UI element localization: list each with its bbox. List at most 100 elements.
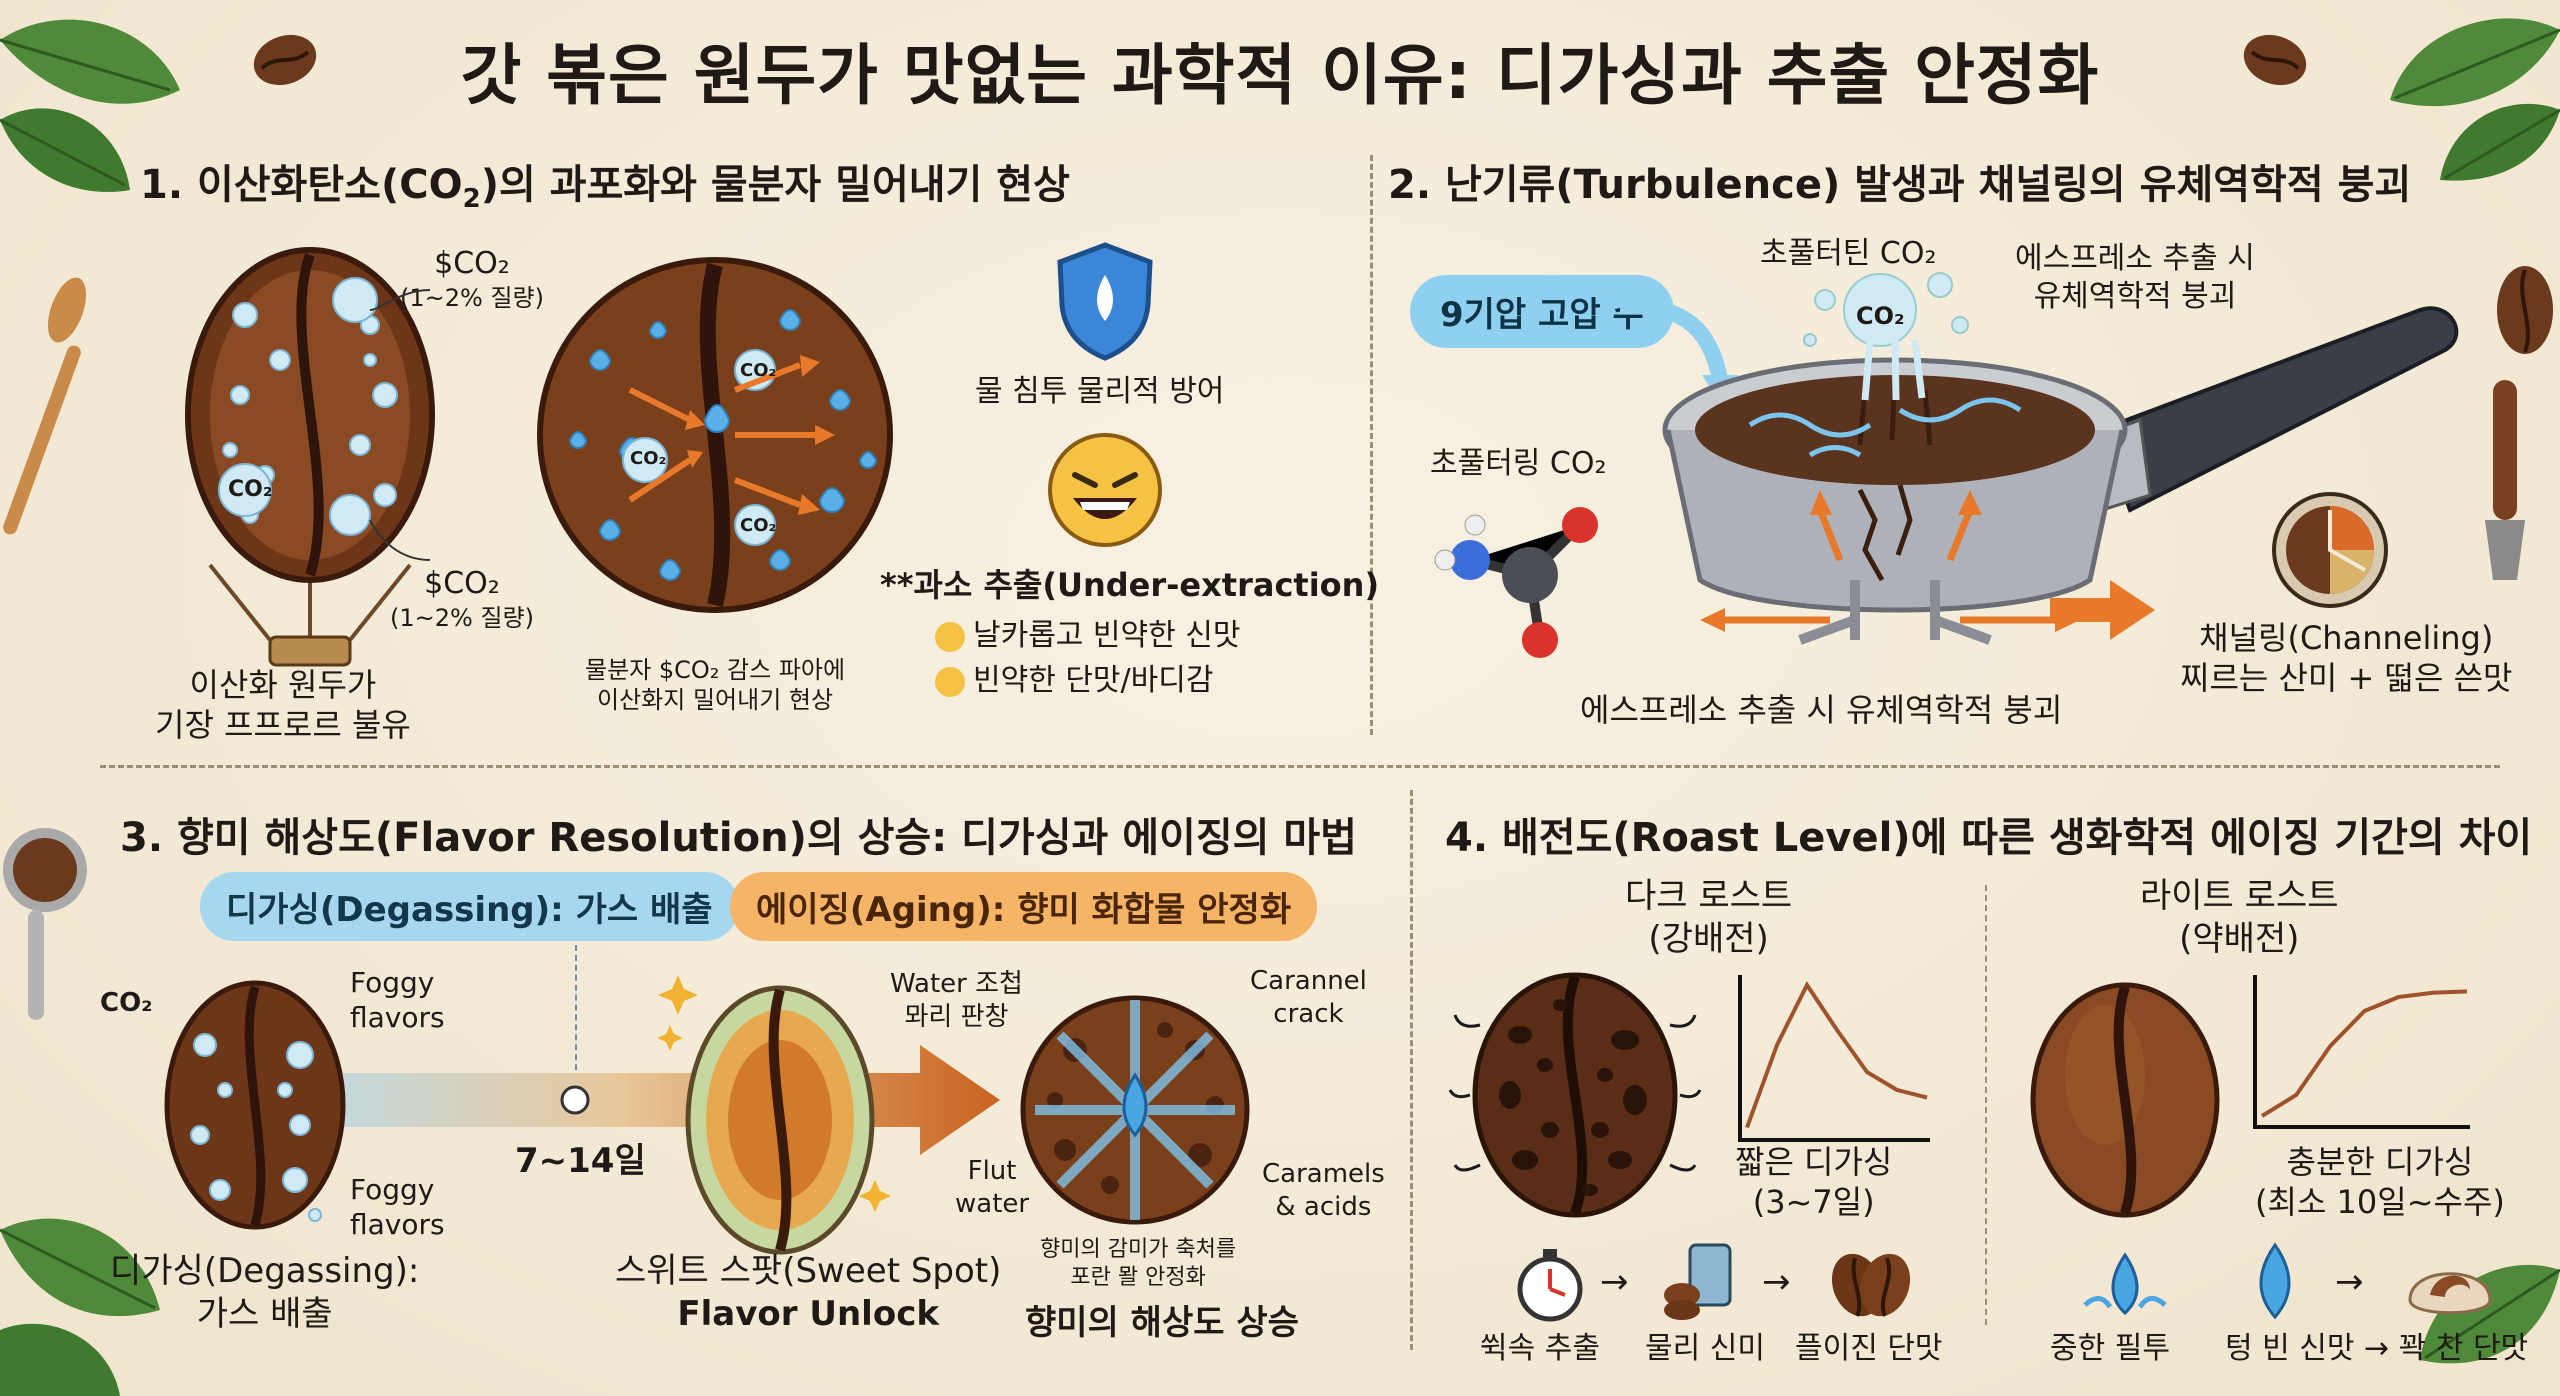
dark-step-1: 쒹속 추출 [1480,1331,1600,1366]
co2-molecule-label: 초풀터링 CO₂ [1430,446,1607,481]
co2-bubble-label: CO₂ [740,360,777,381]
co2-burst-label: 초풀터틴 CO₂ [1760,236,1937,271]
dark-roast-title: 다크 로스트(강배전) [1625,876,1793,959]
leader-lines [369,289,431,561]
timeline-marker-line [575,945,577,1090]
timeline-arrow [240,1045,1000,1155]
water-drop-icon [2259,1242,2291,1320]
aging-pill: 에이징(Aging): 향미 화합물 안정화 [730,872,1318,941]
roast-divider [1985,885,1987,1325]
taste-bullet-body: 빈약한 단맛/바디감 [935,655,1213,699]
tamper-tool-decoration [2485,380,2525,580]
step-arrow: → [1762,1262,1791,1302]
co2-bubble [329,494,371,536]
co2-bubble-label: CO₂ [1856,302,1905,330]
light-step-1: 중한 필투 [2050,1331,2170,1366]
bean-cross-section [537,257,893,613]
section3-heading: 3. 향미 해상도(Flavor Resolution)의 상승: 디가싱과 에… [120,815,1357,861]
channeling-label: 채널링(Channeling)찌르는 산미 + 떫은 쓴맛 [2180,619,2513,697]
sparkle-icon [658,975,698,1015]
page-title: 갓 볶은 원두가 맛없는 과학적 이유: 디가싱과 추출 안정화 [460,37,2100,114]
taste-bullet-sour: 날카롭고 빈약한 신맛 [935,610,1240,654]
balloon-basket [268,635,352,667]
channeling-puck-icon [2272,492,2388,608]
aging-days-label: 7~14일 [515,1141,646,1181]
co2-bubble-label: CO₂ [228,477,273,502]
sweet-spot-label: 스위트 스팟(Sweet Spot) Flavor Unlock [615,1251,1002,1334]
co2-bubble [218,463,272,517]
timeline-point [560,1085,590,1115]
coffee-beans-icon [1831,1253,1911,1317]
orange-arrow-icon [2050,580,2155,640]
shield-label: 물 침투 물리적 방어 [975,374,1225,409]
light-step-2: 텅 빈 신맛 → 꽉 찬 단맛 [2225,1331,2529,1366]
co2-bubble-label: CO₂ [630,448,667,469]
section2-heading: 2. 난기류(Turbulence) 발생과 채널링의 유체역학적 붕괴 [1388,162,2412,208]
espresso-collapse-caption: 에스프레소 추출 시 유체역학적 붕괴 [1580,691,2063,729]
dark-step-3: 플이진 단맛 [1795,1331,1943,1366]
measuring-spoon-decoration [3,828,87,1020]
light-degas-label: 충분한 디가싱(최소 10일~수주) [2255,1143,2505,1221]
coffee-bean-decoration [2497,266,2553,354]
degassing-curve-line [2260,989,2468,1118]
horizontal-divider [100,765,2500,768]
light-roast-bean [2030,982,2220,1218]
chart-axes [1738,975,1930,1142]
coffee-bean-decoration [253,34,317,86]
co2-bottom-label: $CO₂(1~2% 질량) [390,566,534,632]
dark-roast-degassing-curve [1738,975,1930,1142]
smile-face-icon [935,666,965,697]
dark-degas-label: 짧은 디가싱(3~7일) [1735,1143,1893,1221]
leaf-decoration-bottom-right [2420,1264,2560,1364]
section4-heading: 4. 배전도(Roast Level)에 따른 생화학적 에이징 기간의 차이 [1445,815,2533,861]
flavor-resolution-cross-section [1020,995,1250,1225]
grinning-face-icon [1048,433,1162,547]
sparkle-icon [859,1180,891,1212]
co2-top-label: $CO₂(1~2% 질량) [400,246,544,312]
co2-molecule-icon [1434,507,1598,658]
resolution-caption: 향미의 해상도 상승 [1025,1303,1299,1343]
coffee-bean-decoration [2243,34,2307,86]
step-arrow: → [1600,1262,1629,1302]
degassing-pill: 디가싱(Degassing): 가스 배출 [200,872,739,941]
co2-bubble [332,277,378,323]
wooden-spoon-decoration [3,277,87,535]
portafilter-illustration [1662,272,2459,645]
degassing-caption: 디가싱(Degassing):가스 배출 [110,1251,420,1334]
portafilter-handle [2097,306,2459,513]
co2-bubble-label: CO₂ [740,515,777,536]
light-roast-degassing-curve [2253,975,2470,1129]
bag-and-beans-icon [1664,1243,1732,1320]
leaf-decoration-bottom-left [0,1218,160,1396]
co2-label: CO₂ [100,988,153,1018]
frown-face-icon [935,621,965,652]
stopwatch-icon [1517,1249,1583,1322]
dark-roast-bean [1448,972,1702,1218]
under-extraction-label: **과소 추출(Under-extraction) [880,566,1380,604]
dark-step-2: 물리 신미 [1645,1331,1765,1366]
section1-heading: 1. 이산화탄소(CO2)의 과포화와 물분자 밀어내기 현상 [140,162,1070,214]
sparkle-icon [657,1025,683,1051]
vertical-divider-bottom [1410,790,1413,1350]
sweet-spot-bean [657,975,891,1255]
degassing-curve-line [1745,981,1928,1129]
caramels-acids-label: Caramels& acids [1262,1159,1385,1222]
degassing-bean [164,980,346,1230]
vertical-divider-top [1370,155,1373,735]
step-arrow: → [2335,1262,2364,1302]
leaf-decoration-top-left [0,19,180,192]
chocolate-swirl-icon [2408,1272,2492,1315]
water-drop-splash-icon [2083,1252,2167,1316]
light-roast-title: 라이트 로스트(약배전) [2140,876,2339,959]
bean-balloon-illustration [185,247,435,667]
